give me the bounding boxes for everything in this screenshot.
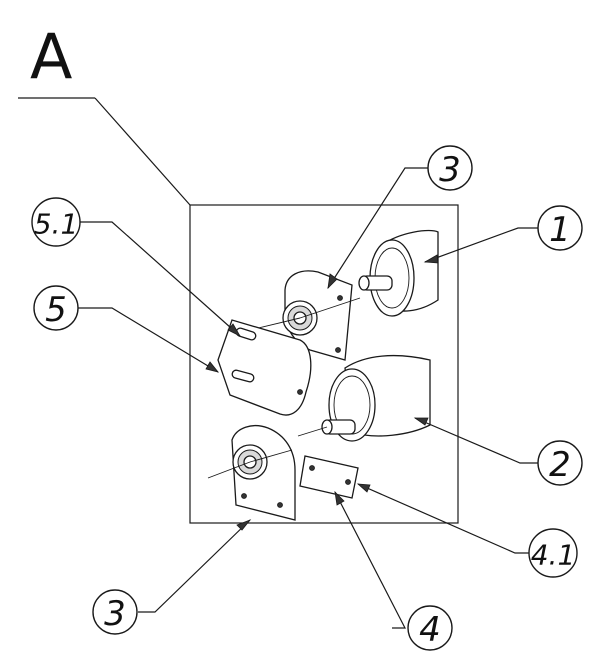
view-label-leader — [94, 97, 191, 206]
part-3-top-bearing-plate — [249, 270, 361, 361]
part-5-slotted-plate — [217, 319, 312, 416]
callout-4-1: 4.1 — [528, 528, 578, 578]
part-3-bottom-bearing-block — [207, 425, 296, 521]
part-4-flat-bar — [299, 455, 359, 499]
detail-frame — [189, 204, 459, 524]
view-label-group: A — [18, 20, 191, 206]
part-1-roller — [358, 229, 439, 317]
part-2-roller — [297, 354, 431, 442]
callout-5-1-label: 5.1 — [34, 208, 79, 241]
callout-3-top-label: 3 — [439, 150, 461, 190]
callout-3-bottom: 3 — [92, 589, 138, 635]
callout-5-label: 5 — [45, 290, 67, 330]
callout-5-1: 5.1 — [31, 197, 81, 247]
leader-arrowheads — [205, 254, 439, 531]
callout-2-label: 2 — [549, 445, 571, 485]
callout-3-bottom-label: 3 — [104, 594, 126, 634]
view-label: A — [30, 20, 72, 93]
callout-4-1-label: 4.1 — [531, 539, 576, 572]
callout-1-label: 1 — [549, 210, 571, 250]
callout-2: 2 — [537, 440, 583, 486]
callout-3-top: 3 — [427, 145, 473, 191]
callout-4: 4 — [407, 605, 453, 651]
callout-5: 5 — [33, 285, 79, 331]
callout-1: 1 — [537, 205, 583, 251]
leader-lines — [78, 167, 538, 629]
callout-4-label: 4 — [419, 610, 441, 650]
